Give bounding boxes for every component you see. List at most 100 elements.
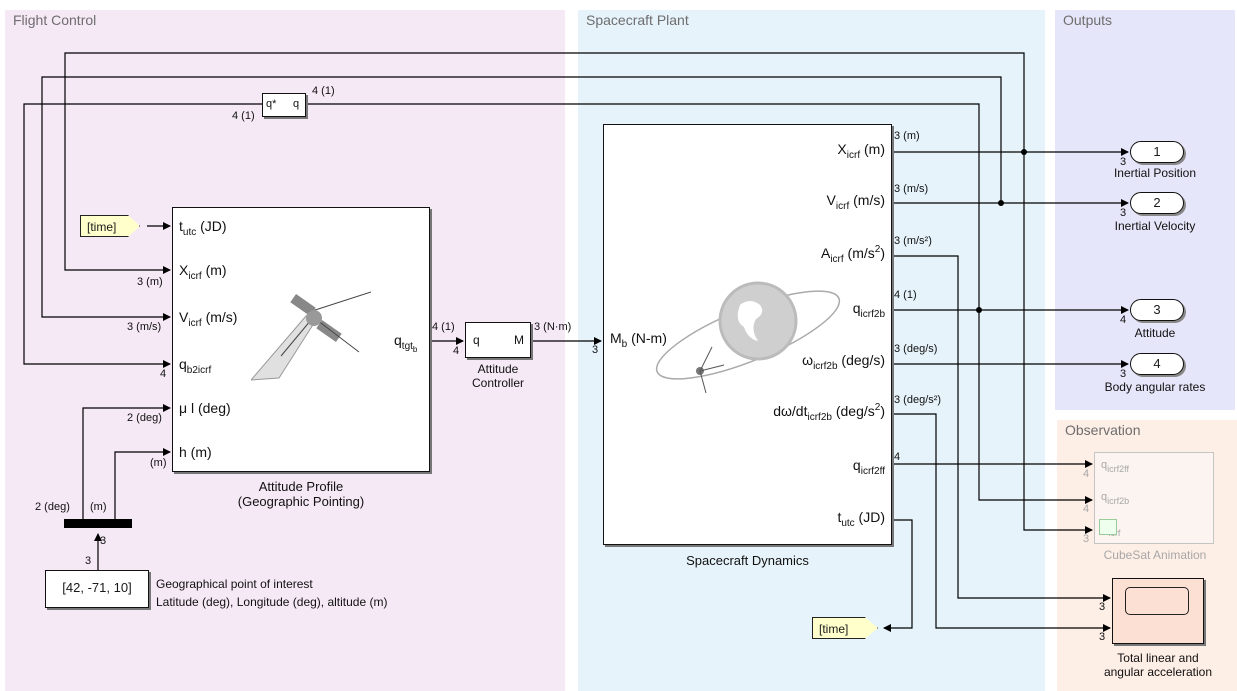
- constant-value: [42, -71, 10]: [62, 580, 132, 595]
- outport-3-label: Attitude: [1134, 326, 1176, 340]
- quatinv-in-label: q*: [266, 98, 277, 110]
- junction-q: [976, 307, 982, 313]
- dim-x: 3 (m): [137, 276, 163, 288]
- dyn-dim-dw: 3 (deg/s²): [894, 394, 942, 406]
- quatinv-out-label: q: [293, 98, 300, 110]
- flight-control-title: Flight Control: [13, 12, 97, 28]
- animation-caption: CubeSat Animation: [1103, 548, 1207, 562]
- dyn-out-qff: qicrf2ff: [852, 457, 885, 477]
- demux-in-dim: 3: [100, 535, 107, 547]
- scope-screen: [1125, 587, 1189, 615]
- anim-port-q: qicrf2b: [1101, 491, 1130, 506]
- attitude-controller-block[interactable]: q M: [465, 322, 531, 358]
- controller-out-dim: 3 (N·m): [534, 321, 572, 333]
- spacecraft-dynamics-block[interactable]: Mb (N-m) Xicrf (m) Vicrf (m/s) Aicrf (m/…: [603, 124, 892, 545]
- dyn-dim-v: 3 (m/s): [894, 183, 929, 195]
- port-t-utc: tutc (JD): [179, 218, 227, 238]
- scope-dim-1: 3: [1099, 601, 1106, 613]
- port-v-icrf: Vicrf (m/s): [179, 309, 238, 329]
- dyn-dim-x: 3 (m): [894, 130, 920, 142]
- controller-in-dim-2: 4: [453, 345, 460, 357]
- demux-left-dim: 2 (deg): [35, 501, 70, 513]
- outputs-title: Outputs: [1063, 12, 1113, 28]
- port-q-tgt-out: qtgtb: [394, 332, 418, 354]
- outport-3-dim: 4: [1120, 314, 1127, 326]
- dyn-dim-w: 3 (deg/s): [894, 343, 938, 355]
- wire-scope-dw: [892, 413, 1111, 632]
- scope-block[interactable]: [1112, 578, 1204, 644]
- demux-block[interactable]: [64, 519, 132, 528]
- dyn-out-q: qicrf2b: [852, 300, 885, 320]
- quatinv-out-dim: 4 (1): [312, 85, 335, 97]
- dyn-out-a: Aicrf (m/s2): [820, 244, 885, 265]
- anim-dim-2: 4: [1083, 503, 1090, 515]
- wire-qinv-out: [23, 103, 262, 368]
- attitude-profile-block[interactable]: tutc (JD) Xicrf (m) Vicrf (m/s) qb2icrf …: [172, 207, 430, 472]
- time-goto-tag[interactable]: [time]: [812, 617, 878, 639]
- satellite-pointing-icon: [251, 291, 371, 381]
- dyn-dim-qff: 4: [894, 451, 901, 463]
- scope-dim-2: 3: [1099, 631, 1106, 643]
- constant-note-2: Latitude (deg), Longitude (deg), altitud…: [156, 595, 388, 609]
- wire-anim-x: [1023, 152, 1093, 534]
- outport-attitude[interactable]: 3: [1130, 299, 1184, 321]
- anim-dim-1: 4: [1083, 468, 1090, 480]
- earth-orbit-icon: [655, 281, 841, 394]
- dyn-out-dw: dω/dticrf2b (deg/s2): [773, 402, 885, 423]
- wire-h: [114, 448, 171, 520]
- const-out-dim: 3: [85, 555, 92, 567]
- wire-tutc: [883, 519, 913, 632]
- wire-x-feedback: [64, 52, 1025, 274]
- dyn-out-t: tutc (JD): [837, 509, 885, 529]
- attitude-profile-caption: Attitude Profile (Geographic Pointing): [237, 479, 365, 509]
- port-mu-l: μ l (deg): [179, 400, 231, 416]
- controller-out-label: M: [514, 333, 524, 347]
- constant-note-1: Geographical point of interest: [156, 577, 313, 591]
- outport-body-rates[interactable]: 4: [1130, 353, 1184, 375]
- wire-anim-q: [978, 310, 1093, 504]
- dyn-dim-q: 4 (1): [894, 289, 917, 301]
- outport-2-label: Inertial Velocity: [1114, 219, 1196, 233]
- port-q-b2icrf: qb2icrf: [179, 356, 212, 376]
- port-x-icrf: Xicrf (m): [179, 262, 227, 282]
- anim-port-qff: qicrf2ff: [1101, 459, 1129, 474]
- dyn-out-x: Xicrf (m): [837, 141, 885, 161]
- controller-in-dim: 4 (1): [432, 321, 455, 333]
- anim-dim-3: 3: [1083, 533, 1090, 545]
- junction-v: [998, 200, 1004, 206]
- wire-scope-a: [892, 255, 1111, 602]
- dynamics-caption: Spacecraft Dynamics: [686, 553, 809, 568]
- cubesat-animation-block[interactable]: qicrf2ff qicrf2b Xicrf: [1094, 452, 1214, 544]
- outport-2-dim: 3: [1120, 207, 1127, 219]
- wire-q-feedback: [299, 100, 980, 310]
- spacecraft-plant-title: Spacecraft Plant: [586, 12, 689, 28]
- outport-inertial-velocity[interactable]: 2: [1130, 192, 1184, 214]
- dyn-out-v: Vicrf (m/s): [826, 192, 885, 212]
- wire-mu: [82, 404, 171, 520]
- observation-title: Observation: [1065, 422, 1141, 438]
- dyn-out-w: ωicrf2b (deg/s): [802, 352, 885, 372]
- constant-block[interactable]: [42, -71, 10]: [45, 570, 149, 608]
- outport-4-label: Body angular rates: [1104, 380, 1206, 394]
- outport-1-label: Inertial Position: [1113, 166, 1197, 180]
- port-h: h (m): [179, 444, 212, 460]
- quatinv-in-dim: 4 (1): [232, 110, 255, 122]
- dim-h: (m): [150, 457, 167, 469]
- junction-x: [1021, 149, 1027, 155]
- scope-caption: Total linear and angular acceleration: [1103, 651, 1213, 679]
- dim-v: 3 (m/s): [127, 321, 162, 333]
- time-from-tag[interactable]: [time]: [80, 215, 140, 237]
- wire-v-feedback: [41, 76, 1002, 321]
- demux-right-dim: (m): [90, 501, 107, 513]
- dim-mu: 2 (deg): [127, 412, 162, 424]
- dim-q: 4: [160, 368, 167, 380]
- outport-4-dim: 3: [1120, 368, 1127, 380]
- anim-icon: [1099, 519, 1117, 535]
- outport-1-dim: 3: [1120, 156, 1127, 168]
- outport-inertial-position[interactable]: 1: [1130, 141, 1184, 163]
- dyn-dim-a: 3 (m/s²): [894, 235, 932, 247]
- dyn-in-moment: Mb (N-m): [610, 330, 667, 350]
- controller-in-label: q: [473, 333, 480, 347]
- quaternion-inverse-block[interactable]: q* q: [262, 93, 306, 117]
